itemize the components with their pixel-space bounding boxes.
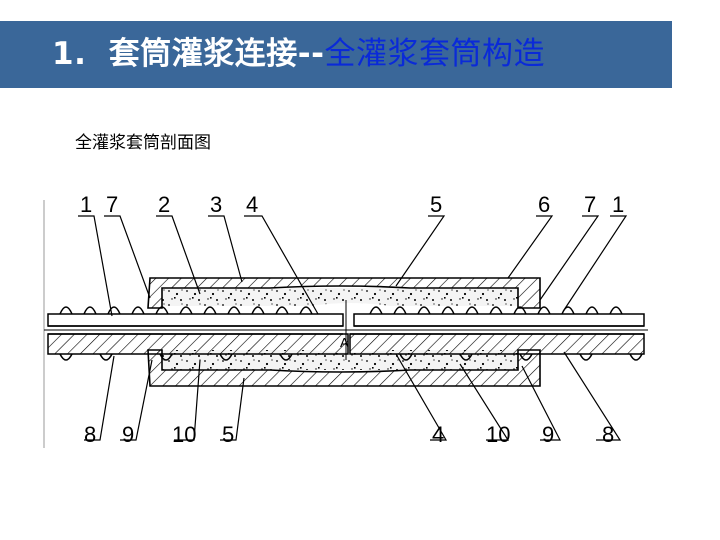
label-bottom-2: 9 — [122, 422, 134, 447]
label-top-6: 5 — [430, 192, 442, 217]
slide-title: 1. 套筒灌浆连接--全灌浆套筒构造 — [52, 34, 545, 74]
title-number: 1. — [52, 36, 87, 72]
label-top-5: 4 — [246, 192, 258, 217]
label-bottom-1: 8 — [84, 422, 96, 447]
label-bottom-6: 10 — [486, 422, 510, 447]
grout-fill — [162, 288, 518, 370]
title-main: 套筒灌浆连接-- — [108, 36, 325, 72]
title-bar — [0, 21, 672, 88]
label-bottom-3: 10 — [172, 422, 196, 447]
label-top-9: 1 — [612, 192, 624, 217]
label-bottom-4: 5 — [222, 422, 234, 447]
label-top-3: 2 — [158, 192, 170, 217]
title-highlight: 全灌浆套筒构造 — [324, 36, 545, 72]
label-bottom-7: 9 — [542, 422, 554, 447]
label-top-8: 7 — [584, 192, 596, 217]
label-top-4: 3 — [210, 192, 222, 217]
figure-caption: 全灌浆套筒剖面图 — [75, 133, 211, 153]
center-mark-label: A — [340, 335, 349, 350]
bottom-labels: 8 9 10 5 4 10 9 8 — [84, 422, 614, 447]
top-labels: 1 7 2 3 4 5 6 7 1 — [80, 192, 624, 217]
top-leaders — [78, 215, 628, 317]
sleeve-section-diagram: A 1 7 2 3 4 5 6 7 1 8 9 10 — [43, 192, 648, 448]
rebar-left — [47, 306, 349, 361]
bottom-leaders — [84, 351, 622, 441]
label-top-2: 7 — [106, 192, 118, 217]
label-top-1: 1 — [80, 192, 92, 217]
label-bottom-8: 8 — [602, 422, 614, 447]
label-bottom-5: 4 — [432, 422, 444, 447]
rebar-right — [349, 306, 645, 361]
label-top-7: 6 — [538, 192, 550, 217]
